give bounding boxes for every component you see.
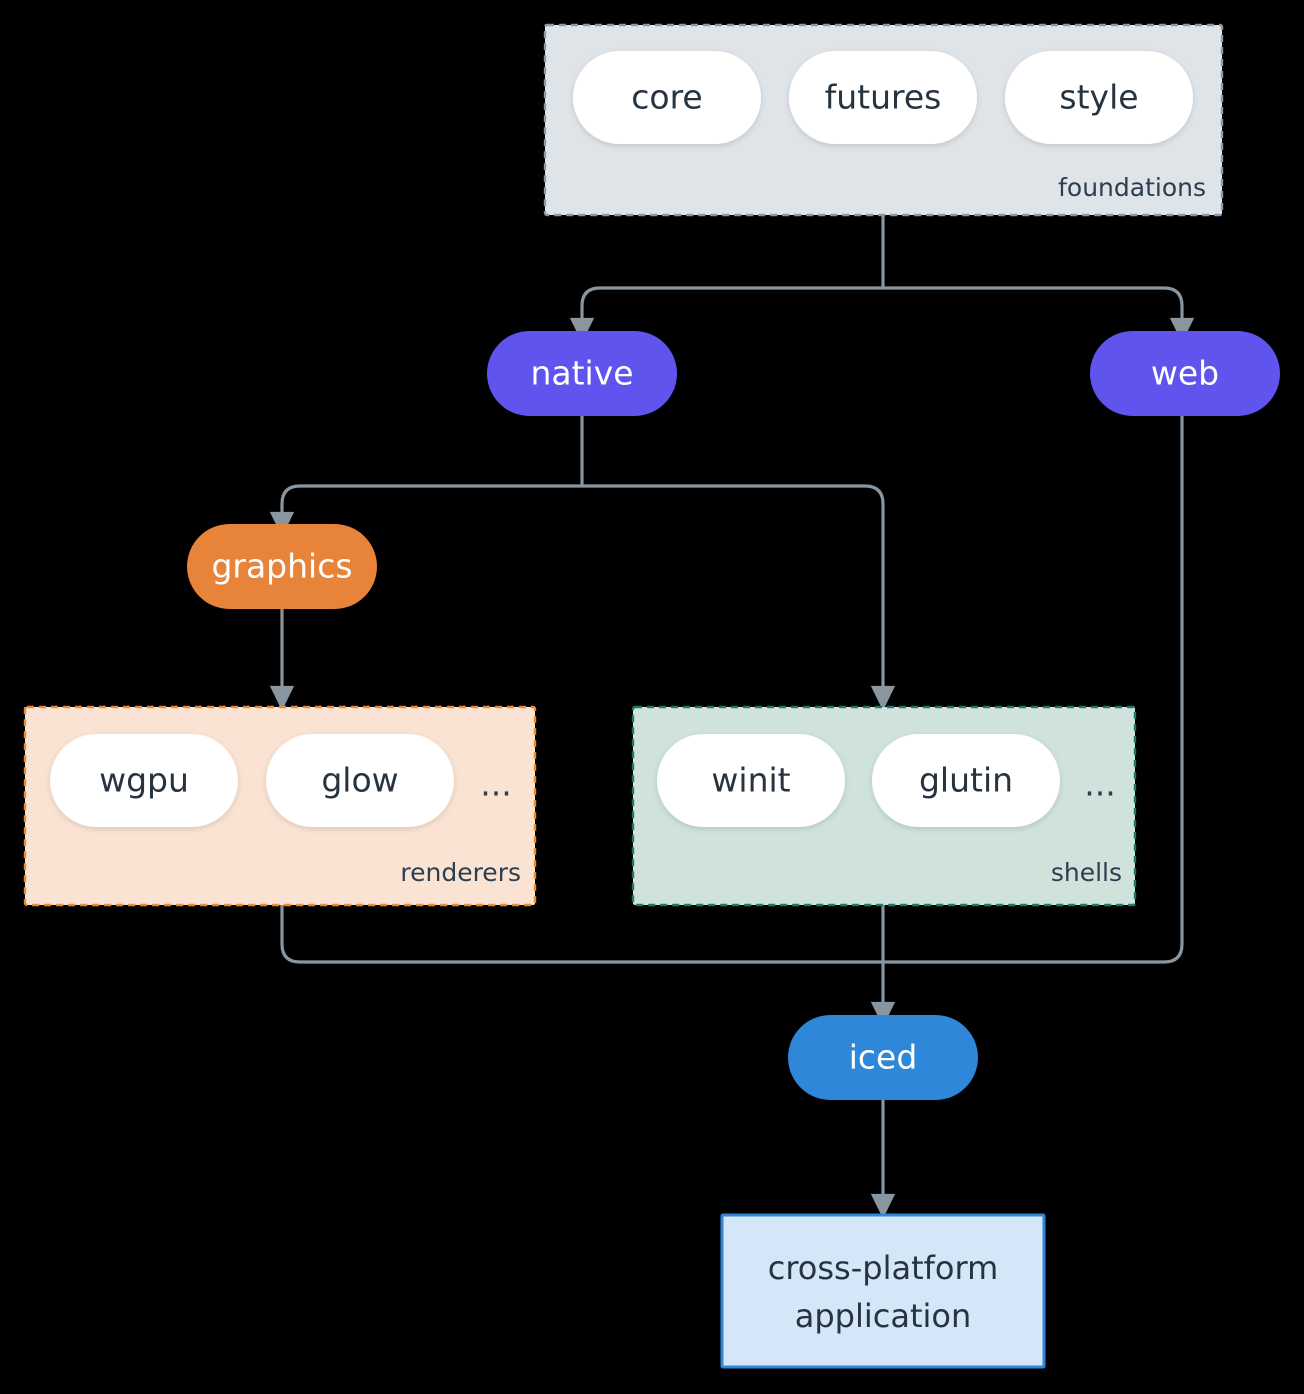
node-graphics-label: graphics [211, 547, 352, 586]
edge-layer [269, 216, 1195, 1219]
pill-winit-shape [657, 734, 845, 827]
pill-style[interactable]: style [1005, 51, 1193, 144]
pill-style-label: style [1059, 78, 1138, 117]
pill-glutin-label: glutin [919, 761, 1013, 800]
node-web-label: web [1151, 354, 1219, 393]
pill-glow[interactable]: glow [266, 734, 454, 827]
node-application-label-line2: application [795, 1297, 972, 1335]
pill-futures-label: futures [825, 78, 942, 117]
node-web-shape [1090, 331, 1280, 416]
edge-native-to-graphics [269, 484, 582, 537]
node-iced[interactable]: iced [788, 1015, 978, 1100]
group-shells: winit glutin ... shells [631, 705, 1137, 907]
group-foundations: core futures style foundations [543, 23, 1224, 217]
pill-core-shape [573, 51, 761, 144]
node-native[interactable]: native [487, 331, 677, 416]
node-application-label-line1: cross-platform [768, 1249, 998, 1287]
pill-wgpu-label: wgpu [99, 761, 189, 800]
pill-glow-label: glow [321, 761, 398, 800]
group-label-foundations: foundations [1058, 173, 1206, 202]
pill-wgpu[interactable]: wgpu [50, 734, 238, 827]
group-renderers: wgpu glow ... renderers [23, 705, 537, 907]
group-label-shells: shells [1051, 858, 1122, 887]
pill-winit[interactable]: winit [657, 734, 845, 827]
pill-glutin-shape [872, 734, 1060, 827]
node-graphics-shape [187, 524, 377, 609]
pill-wgpu-shape [50, 734, 238, 827]
renderers-more-ellipsis: ... [480, 765, 511, 804]
edge-native-to-shells [582, 484, 896, 711]
shells-more-ellipsis: ... [1084, 765, 1115, 804]
node-iced-shape [788, 1015, 978, 1100]
node-application[interactable]: cross-platform application [720, 1213, 1046, 1369]
node-application-shape [720, 1213, 1046, 1369]
pill-glutin[interactable]: glutin [872, 734, 1060, 827]
node-web[interactable]: web [1090, 331, 1280, 416]
node-graphics[interactable]: graphics [187, 524, 377, 609]
edge-web-to-iced [883, 416, 1184, 964]
group-label-renderers: renderers [400, 858, 521, 887]
pill-core[interactable]: core [573, 51, 761, 144]
node-native-label: native [530, 354, 633, 393]
pill-style-shape [1005, 51, 1193, 144]
pill-futures-shape [789, 51, 977, 144]
pill-futures[interactable]: futures [789, 51, 977, 144]
edge-foundations-to-web [883, 286, 1195, 343]
edge-foundations-to-native [569, 286, 883, 343]
pill-winit-label: winit [711, 761, 790, 800]
node-native-shape [487, 331, 677, 416]
edge-renderers-to-iced [280, 905, 883, 964]
pill-glow-shape [266, 734, 454, 827]
node-iced-label: iced [849, 1038, 918, 1077]
pill-core-label: core [631, 78, 702, 117]
